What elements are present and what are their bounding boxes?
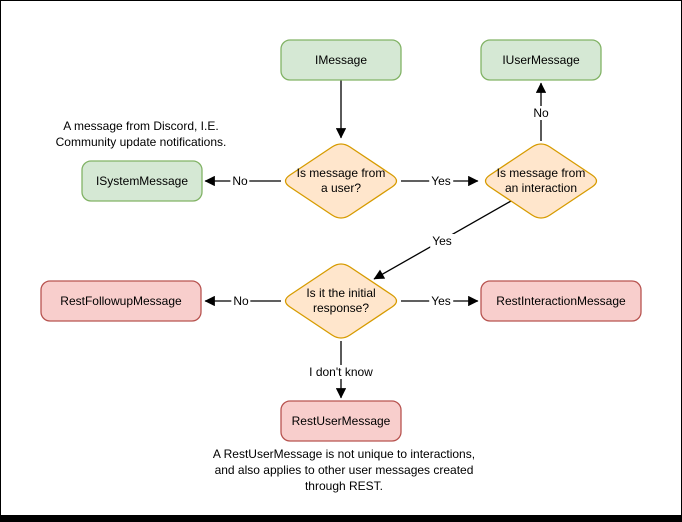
- decision-is-from-user-shape: [284, 143, 398, 219]
- note-system-message: A message from Discord, I.E. Community u…: [55, 119, 227, 149]
- edge-label-is-from-interaction-yes: Yes: [430, 234, 454, 248]
- node-imessage-shape: [280, 39, 402, 81]
- edge-label-is-from-interaction-no: No: [531, 106, 551, 120]
- node-iusermessage-shape: [480, 39, 602, 81]
- decision-is-from-interaction-shape: [484, 143, 598, 219]
- edge-label-is-from-user-no: No: [230, 174, 250, 188]
- edge-label-initial-response-unknown: I don't know: [307, 365, 375, 379]
- note-rest-user-message: A RestUserMessage is not unique to inter…: [212, 447, 476, 493]
- edge-label-is-from-user-yes: Yes: [429, 174, 453, 188]
- node-restinteractionmessage-shape: [480, 280, 642, 322]
- edge-label-initial-response-yes: Yes: [429, 294, 453, 308]
- node-restfollowupmessage-shape: [40, 280, 202, 322]
- node-isystemmessage-shape: [81, 160, 203, 202]
- node-restusermessage-shape: [280, 400, 402, 442]
- edge-label-initial-response-no: No: [231, 294, 251, 308]
- decision-initial-response-shape: [284, 263, 398, 339]
